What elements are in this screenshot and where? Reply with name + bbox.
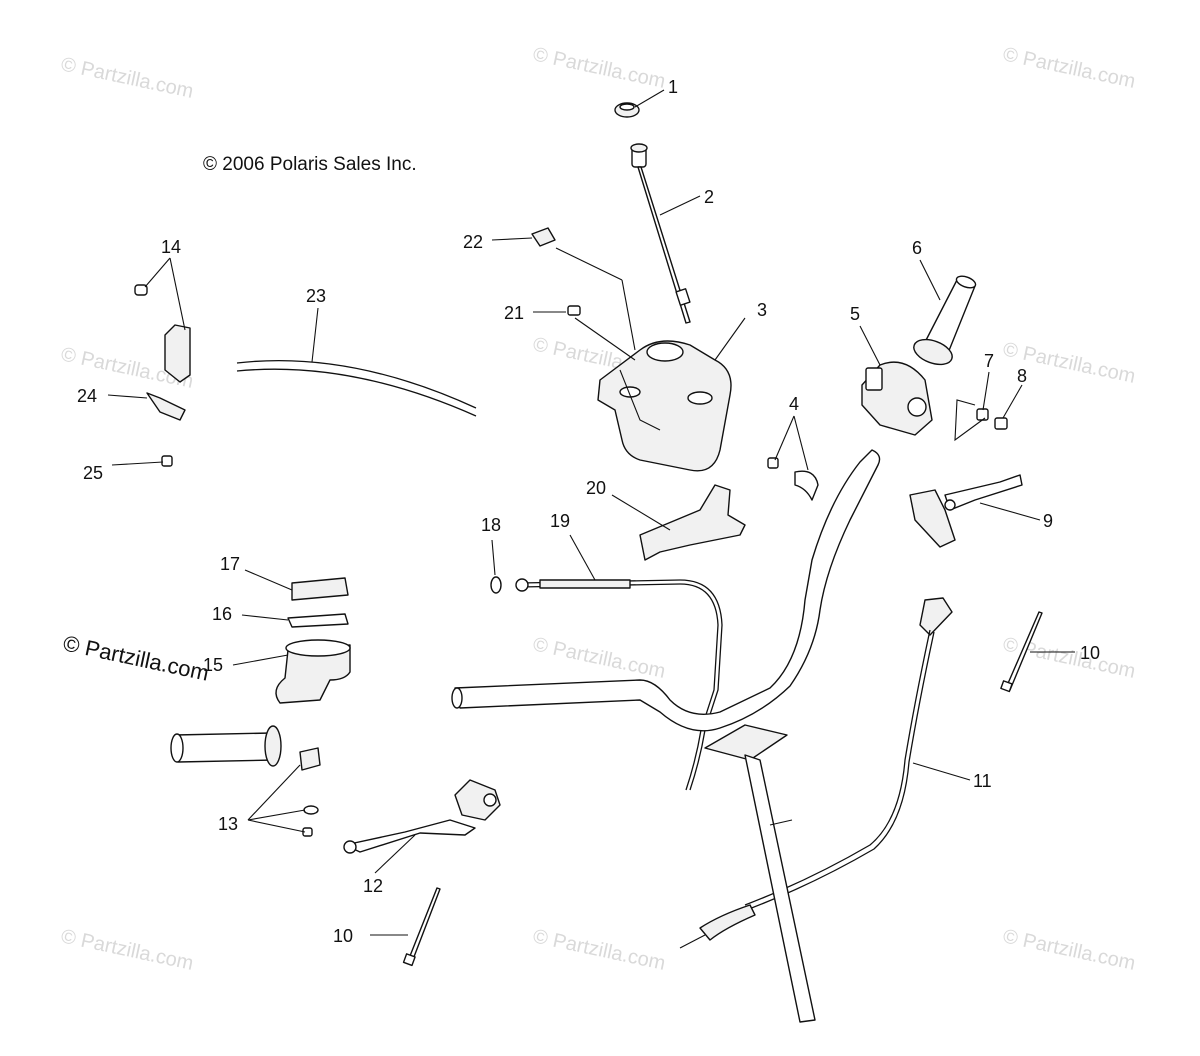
watermark-text: © Partzilla.com [531,633,667,683]
part-13-drawing [299,747,321,837]
part-20-drawing [639,484,746,561]
callout-21: 21 [504,303,524,323]
part-14-drawing [134,284,191,383]
part-11-drawing [679,597,953,949]
watermark-text: © Partzilla.com [1001,43,1137,93]
part-10-drawing-bottom [402,887,441,967]
part-9-drawing [909,474,1023,548]
callout-24: 24 [77,386,97,406]
callout-9: 9 [1043,511,1053,531]
callout-14: 14 [161,237,181,257]
callout-16: 16 [212,604,232,624]
callout-numbers: 1 2 3 4 5 6 7 8 9 10 10 11 12 13 14 15 1… [77,77,1100,946]
handlebar-drawing [451,449,881,732]
callout-8: 8 [1017,366,1027,386]
part-19-drawing [515,578,723,791]
callout-13: 13 [218,814,238,834]
watermark-text: © Partzilla.com [531,925,667,975]
part-21-drawing [567,305,581,316]
part-3-drawing [597,340,732,472]
callout-3: 3 [757,300,767,320]
callout-15: 15 [203,655,223,675]
watermarks: © Partzilla.com © Partzilla.com © Partzi… [59,43,1137,975]
watermark-text-strong: © Partzilla.com [61,630,211,685]
callout-4: 4 [789,394,799,414]
callout-25: 25 [83,463,103,483]
callout-2: 2 [704,187,714,207]
callout-20: 20 [586,478,606,498]
steering-post-drawing [704,724,816,1023]
part-6-drawing [913,275,977,366]
callout-18: 18 [481,515,501,535]
left-grip-drawing [170,725,282,767]
part-23-drawing [236,359,477,417]
copyright-notice: © 2006 Polaris Sales Inc. [203,154,417,175]
watermark-text: © Partzilla.com [1001,925,1137,975]
part-15-drawing [275,639,351,704]
callout-10-right: 10 [1080,643,1100,663]
callout-7: 7 [984,351,994,371]
part-17-drawing [291,577,349,601]
part-24-drawing [146,392,186,421]
leader-lines [107,89,1075,936]
part-10-drawing-right [1000,611,1043,693]
part-22-drawing [531,227,556,247]
callout-5: 5 [850,304,860,324]
callout-1: 1 [668,77,678,97]
part-25-drawing [161,455,173,467]
callout-17: 17 [220,554,240,574]
part-1-drawing [614,102,640,118]
watermark-text: © Partzilla.com [59,925,195,975]
part-2-drawing [630,143,691,324]
watermark-text: © Partzilla.com [531,43,667,93]
callout-22: 22 [463,232,483,252]
part-18-drawing [490,576,502,594]
callout-23: 23 [306,286,326,306]
part-16-drawing [287,613,349,628]
part-8-drawing [994,417,1008,430]
part-5-drawing [861,361,933,436]
part-7-drawing [976,408,989,421]
part-4-drawing [767,457,819,501]
watermark-text: © Partzilla.com [59,53,195,103]
callout-10-bottom: 10 [333,926,353,946]
callout-6: 6 [912,238,922,258]
part-12-drawing [343,779,501,854]
part-5-wire [954,399,986,442]
callout-12: 12 [363,876,383,896]
callout-19: 19 [550,511,570,531]
callout-11: 11 [973,771,992,791]
